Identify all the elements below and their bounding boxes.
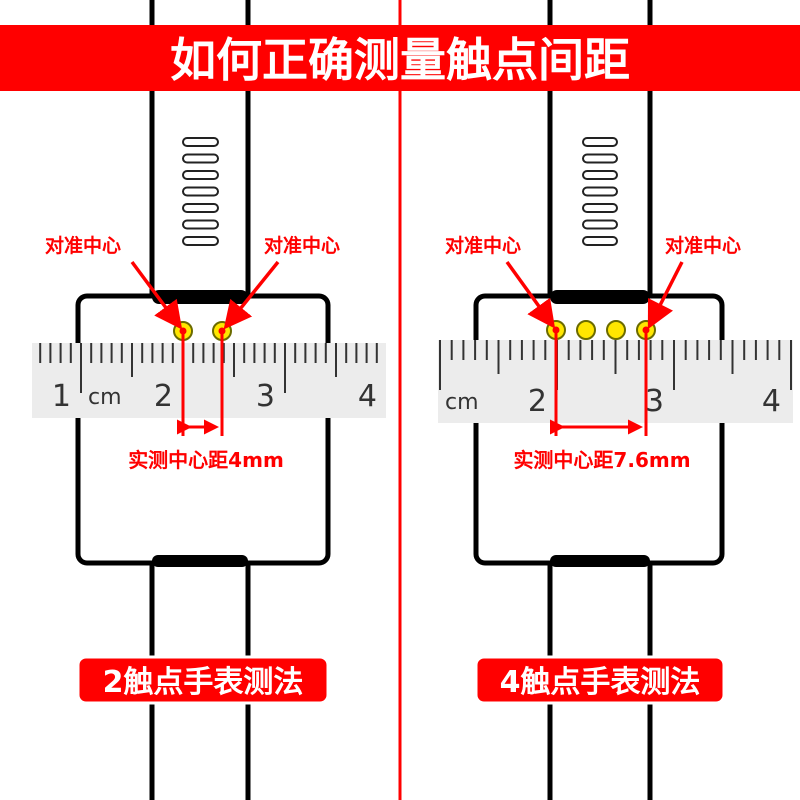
strap-hole — [182, 219, 219, 230]
left-panel: 1 cm 2 3 4 对准中心 对准中心 实测中心距4mm 2触点手表测法 — [32, 0, 386, 800]
measurement-text: 实测中心距7.6mm — [513, 448, 690, 472]
ruler-label: 2 — [154, 379, 173, 414]
ruler-label: 4 — [762, 384, 781, 419]
align-center-label-left: 对准中心 — [45, 234, 121, 257]
strap-hole — [582, 186, 618, 197]
right-panel: cm 2 3 4 对准中心 对准中心 实测中心距7.6mm 4触点手表测法 — [438, 0, 793, 800]
title-banner — [0, 25, 800, 91]
ruler-label: 1 — [52, 379, 71, 414]
ruler: cm 2 3 4 — [438, 340, 793, 423]
arrow-right — [647, 261, 684, 330]
strap-hole — [582, 203, 618, 213]
method-label: 4触点手表测法 — [500, 665, 701, 700]
strap-hole — [182, 186, 219, 197]
ruler-label: cm — [88, 385, 122, 410]
case-top-notch — [550, 290, 650, 304]
strap-hole — [582, 137, 618, 147]
strap-hole — [582, 170, 618, 180]
strap-holes — [582, 137, 618, 246]
arrow-left — [130, 260, 183, 330]
page-title: 如何正确测量触点间距 — [170, 33, 630, 87]
align-center-label-left: 对准中心 — [445, 234, 521, 257]
ruler-body — [32, 343, 386, 418]
case-bottom-notch — [550, 555, 650, 567]
watch-case — [75, 293, 331, 566]
ruler-label: 3 — [645, 384, 664, 419]
ruler: 1 cm 2 3 4 — [32, 343, 386, 418]
strap-hole — [582, 219, 618, 230]
strap-hole — [582, 153, 618, 164]
ruler-label: 3 — [256, 379, 275, 414]
case-bottom-notch — [152, 555, 248, 567]
measurement-text: 实测中心距4mm — [128, 448, 284, 472]
strap-hole — [182, 137, 219, 147]
strap-hole — [582, 236, 618, 246]
strap-hole — [182, 170, 219, 180]
method-badge — [474, 655, 726, 705]
strap-holes — [182, 137, 219, 246]
ruler-label: 2 — [528, 384, 547, 419]
align-center-label-right: 对准中心 — [264, 234, 340, 257]
ruler-label: 4 — [358, 379, 377, 414]
strap-hole — [182, 153, 219, 164]
case-top-notch — [152, 290, 248, 304]
strap-hole — [182, 203, 219, 213]
method-badge — [76, 655, 330, 705]
watch-case — [473, 293, 725, 566]
contact-point — [576, 320, 596, 340]
arrow-left — [505, 260, 556, 329]
method-label: 2触点手表测法 — [103, 665, 304, 700]
align-center-label-right: 对准中心 — [665, 234, 741, 257]
ruler-label: cm — [445, 390, 479, 415]
arrow-right — [223, 260, 280, 330]
contact-point — [606, 320, 626, 340]
strap-hole — [182, 236, 219, 246]
